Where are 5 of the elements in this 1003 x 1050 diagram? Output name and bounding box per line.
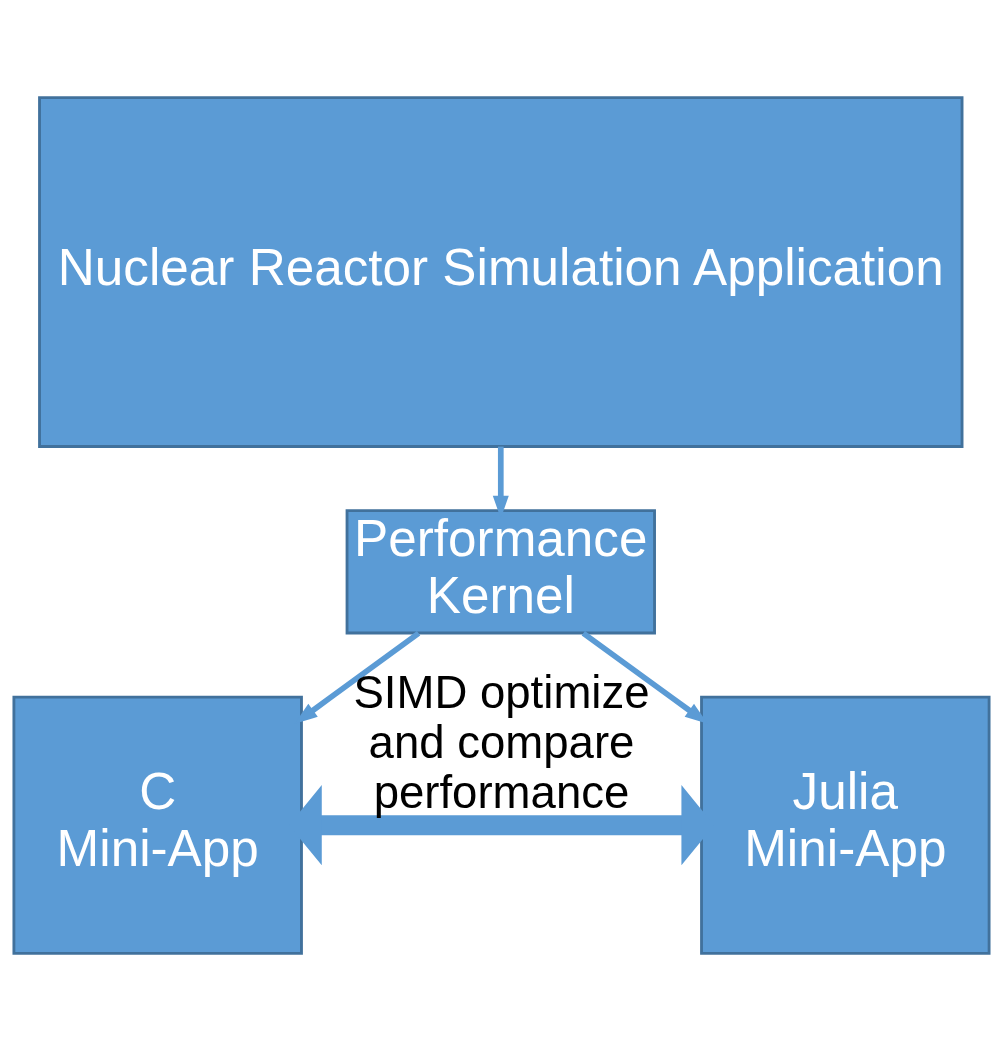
node-box: Julia Mini-App <box>700 695 991 955</box>
node-box: Performance Kernel <box>345 508 656 634</box>
node-box: C Mini-App <box>12 695 303 955</box>
node-box: Nuclear Reactor Simulation Application <box>38 95 964 448</box>
edge-label: SIMD optimize and compare performance <box>353 666 650 818</box>
